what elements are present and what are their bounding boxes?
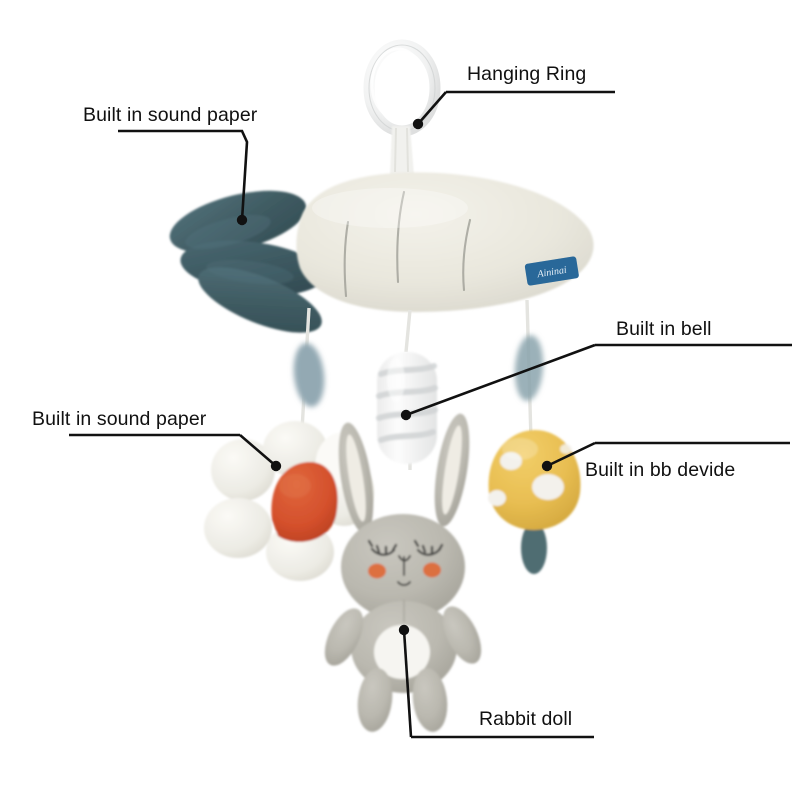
rabbit-nose — [397, 555, 411, 586]
callout-label-hanging-ring: Hanging Ring — [467, 63, 587, 85]
leader-hanging-ring-angle — [417, 91, 447, 125]
dot-hanging-ring — [412, 118, 424, 130]
callout-label-sound-paper-left: Built in sound paper — [32, 408, 207, 430]
striped-bell-rattle — [376, 352, 438, 464]
fabric-strap — [390, 126, 414, 175]
carrot-body: Aininai — [296, 172, 594, 312]
callout-label-bell: Built in bell — [616, 318, 712, 340]
rabbit-eyes — [367, 539, 444, 556]
rabbit-arm — [442, 606, 482, 664]
rabbit-cheek — [423, 562, 441, 578]
callout-label-rabbit-doll: Rabbit doll — [479, 708, 573, 730]
leader-rabbit-angle — [402, 629, 413, 738]
dot-rabbit — [398, 624, 410, 636]
rabbit-leg — [412, 668, 448, 732]
leader-sound-paper-top — [118, 129, 249, 221]
mushroom-toy — [488, 430, 581, 574]
leader-sound-paper-left-angle — [239, 434, 277, 467]
rabbit-leg — [357, 668, 393, 732]
dot-sound-paper-left — [270, 460, 282, 472]
carrot-leaves — [169, 190, 324, 333]
rabbit-arm — [324, 608, 364, 666]
rabbit-ears — [338, 413, 470, 534]
svg-text:Aininai: Aininai — [536, 265, 568, 281]
leader-dots — [236, 118, 553, 636]
leader-bb-angle — [546, 441, 596, 468]
brand-tag: Aininai — [524, 256, 579, 286]
callout-label-sound-paper-top: Built in sound paper — [83, 104, 258, 126]
rabbit-cheek — [368, 563, 386, 579]
callout-label-bb-devide: Built in bb devide — [585, 459, 736, 481]
hanging-ring — [363, 39, 441, 137]
rabbit-belly — [374, 625, 430, 679]
dot-sound-paper-top — [236, 214, 248, 226]
dot-bb — [541, 460, 553, 472]
leader-bell-angle — [405, 343, 596, 417]
leaf-charm — [514, 335, 544, 401]
leader-lines — [69, 90, 792, 739]
leaf-charm — [293, 343, 325, 407]
dot-bell — [400, 409, 412, 421]
